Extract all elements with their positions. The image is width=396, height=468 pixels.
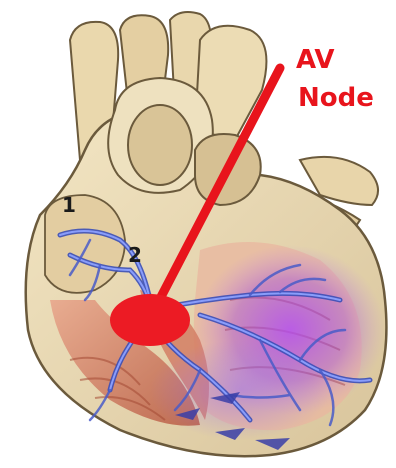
callout-label-line2: Node	[298, 83, 374, 113]
marker-two: 2	[128, 243, 142, 267]
aortic-opening	[128, 105, 192, 185]
callout-label-line1: AV	[296, 45, 334, 75]
av-node	[110, 294, 190, 346]
marker-one: 1	[62, 193, 76, 217]
